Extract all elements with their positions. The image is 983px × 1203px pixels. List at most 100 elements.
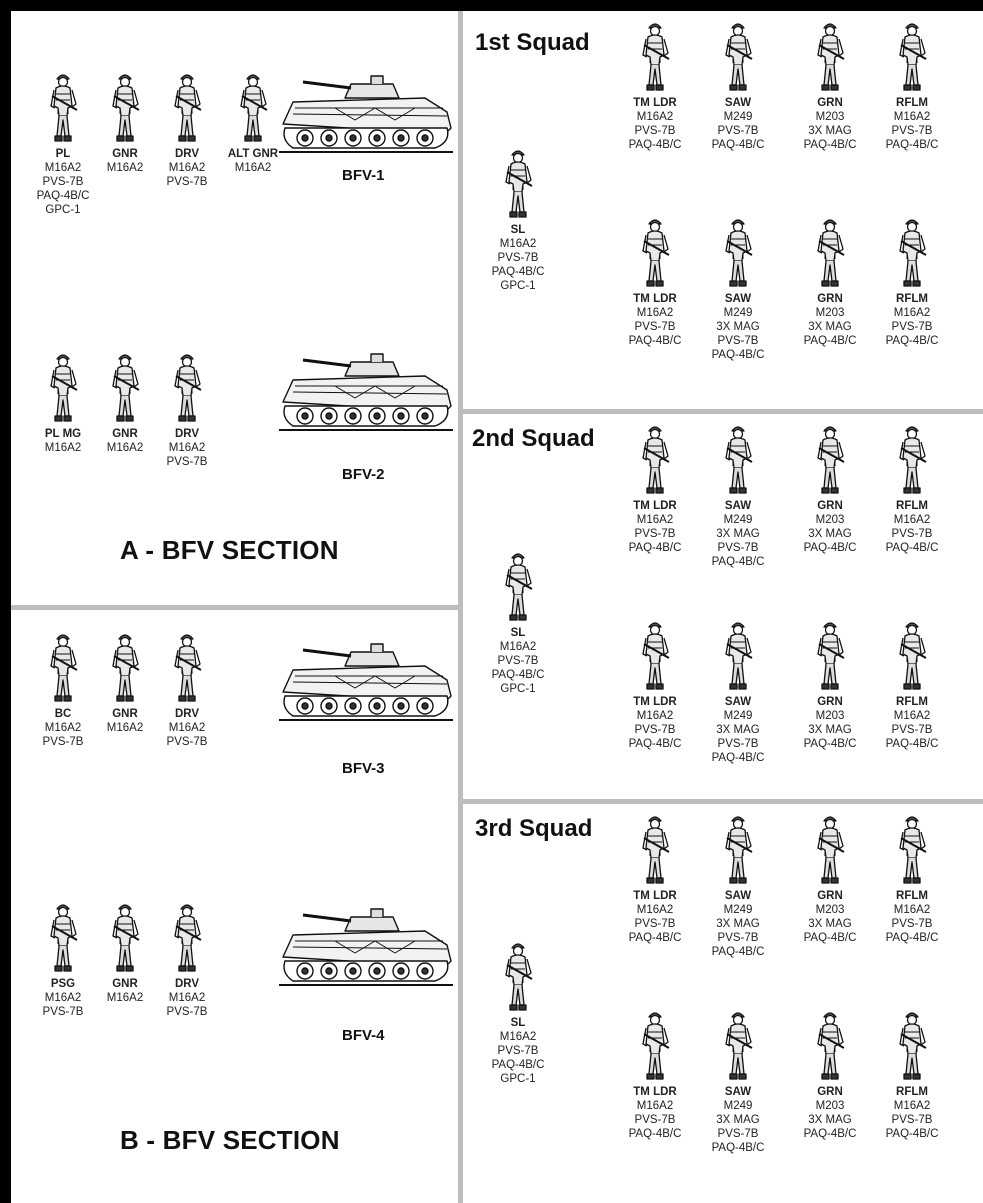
soldier-label: RFLMM16A2PVS-7BPAQ-4B/C <box>877 889 947 945</box>
soldier-figure: DRVM16A2PVS-7B <box>152 70 222 189</box>
soldier-icon <box>795 422 865 498</box>
soldier-icon <box>795 618 865 694</box>
soldier-equipment: 3X MAG <box>795 527 865 541</box>
soldier-icon <box>795 19 865 95</box>
soldier-equipment: M16A2 <box>28 721 98 735</box>
soldier-role: DRV <box>152 427 222 441</box>
soldier-equipment: M249 <box>703 903 773 917</box>
soldier-equipment: 3X MAG <box>795 320 865 334</box>
soldier-equipment: M16A2 <box>152 721 222 735</box>
soldier-equipment: 3X MAG <box>703 1113 773 1127</box>
soldier-label: PSGM16A2PVS-7B <box>28 977 98 1019</box>
soldier-label: BCM16A2PVS-7B <box>28 707 98 749</box>
soldier-equipment: GPC-1 <box>483 1072 553 1086</box>
soldier-equipment: 3X MAG <box>795 723 865 737</box>
soldier-role: PSG <box>28 977 98 991</box>
soldier-label: GRNM2033X MAGPAQ-4B/C <box>795 499 865 555</box>
soldier-equipment: M16A2 <box>483 1030 553 1044</box>
soldier-role: TM LDR <box>620 292 690 306</box>
soldier-equipment: PVS-7B <box>877 320 947 334</box>
soldier-role: TM LDR <box>620 96 690 110</box>
soldier-role: GRN <box>795 499 865 513</box>
soldier-figure: PLM16A2PVS-7BPAQ-4B/CGPC-1 <box>28 70 98 217</box>
soldier-label: PLM16A2PVS-7BPAQ-4B/CGPC-1 <box>28 147 98 217</box>
soldier-label: GRNM2033X MAGPAQ-4B/C <box>795 1085 865 1141</box>
soldier-equipment: M249 <box>703 709 773 723</box>
soldier-equipment: PVS-7B <box>703 931 773 945</box>
soldier-equipment: PVS-7B <box>152 735 222 749</box>
soldier-equipment: PVS-7B <box>28 1005 98 1019</box>
soldier-role: DRV <box>152 977 222 991</box>
soldier-equipment: GPC-1 <box>483 279 553 293</box>
soldier-equipment: PVS-7B <box>620 1113 690 1127</box>
soldier-icon <box>703 19 773 95</box>
soldier-equipment: PVS-7B <box>620 527 690 541</box>
soldier-icon <box>90 350 160 426</box>
soldier-icon <box>703 215 773 291</box>
soldier-equipment: M16A2 <box>877 1099 947 1113</box>
vertical-divider <box>458 11 463 1203</box>
soldier-label: GNRM16A2 <box>90 427 160 455</box>
soldier-icon <box>28 630 98 706</box>
soldier-figure: RFLMM16A2PVS-7BPAQ-4B/C <box>877 618 947 751</box>
vehicle-name: BFV-3 <box>342 760 385 777</box>
soldier-role: GNR <box>90 707 160 721</box>
soldier-icon <box>483 939 553 1015</box>
soldier-role: TM LDR <box>620 1085 690 1099</box>
squad-divider-1 <box>463 409 983 414</box>
soldier-equipment: M203 <box>795 513 865 527</box>
soldier-equipment: PVS-7B <box>483 251 553 265</box>
soldier-figure: TM LDRM16A2PVS-7BPAQ-4B/C <box>620 812 690 945</box>
soldier-equipment: PAQ-4B/C <box>483 265 553 279</box>
soldier-equipment: 3X MAG <box>795 1113 865 1127</box>
soldier-role: SL <box>483 626 553 640</box>
soldier-icon <box>90 630 160 706</box>
bfv-vehicle-icon <box>275 350 455 434</box>
soldier-figure: RFLMM16A2PVS-7BPAQ-4B/C <box>877 812 947 945</box>
soldier-equipment: M203 <box>795 709 865 723</box>
soldier-equipment: PAQ-4B/C <box>703 751 773 765</box>
soldier-icon <box>877 1008 947 1084</box>
soldier-equipment: M16A2 <box>620 903 690 917</box>
soldier-icon <box>28 70 98 146</box>
soldier-equipment: M16A2 <box>28 991 98 1005</box>
soldier-equipment: M16A2 <box>218 161 288 175</box>
soldier-role: GNR <box>90 147 160 161</box>
soldier-equipment: 3X MAG <box>795 124 865 138</box>
soldier-equipment: M203 <box>795 306 865 320</box>
soldier-equipment: PAQ-4B/C <box>877 541 947 555</box>
soldier-role: RFLM <box>877 1085 947 1099</box>
soldier-role: SL <box>483 1016 553 1030</box>
soldier-equipment: M203 <box>795 903 865 917</box>
soldier-role: RFLM <box>877 695 947 709</box>
soldier-equipment: PAQ-4B/C <box>795 138 865 152</box>
soldier-icon <box>620 618 690 694</box>
soldier-equipment: PAQ-4B/C <box>620 334 690 348</box>
soldier-icon <box>152 350 222 426</box>
soldier-role: RFLM <box>877 292 947 306</box>
soldier-label: TM LDRM16A2PVS-7BPAQ-4B/C <box>620 96 690 152</box>
soldier-equipment: PAQ-4B/C <box>620 931 690 945</box>
soldier-equipment: M203 <box>795 110 865 124</box>
soldier-equipment: PVS-7B <box>620 723 690 737</box>
soldier-equipment: PVS-7B <box>877 917 947 931</box>
soldier-equipment: PAQ-4B/C <box>703 348 773 362</box>
soldier-icon <box>703 618 773 694</box>
soldier-equipment: PVS-7B <box>877 527 947 541</box>
soldier-label: TM LDRM16A2PVS-7BPAQ-4B/C <box>620 1085 690 1141</box>
soldier-equipment: PVS-7B <box>28 735 98 749</box>
soldier-equipment: PVS-7B <box>877 124 947 138</box>
bfv-vehicle-icon <box>275 640 455 724</box>
soldier-equipment: M16A2 <box>620 1099 690 1113</box>
soldier-role: GNR <box>90 427 160 441</box>
soldier-icon <box>90 70 160 146</box>
soldier-icon <box>703 422 773 498</box>
soldier-equipment: M16A2 <box>90 721 160 735</box>
soldier-equipment: M16A2 <box>28 441 98 455</box>
